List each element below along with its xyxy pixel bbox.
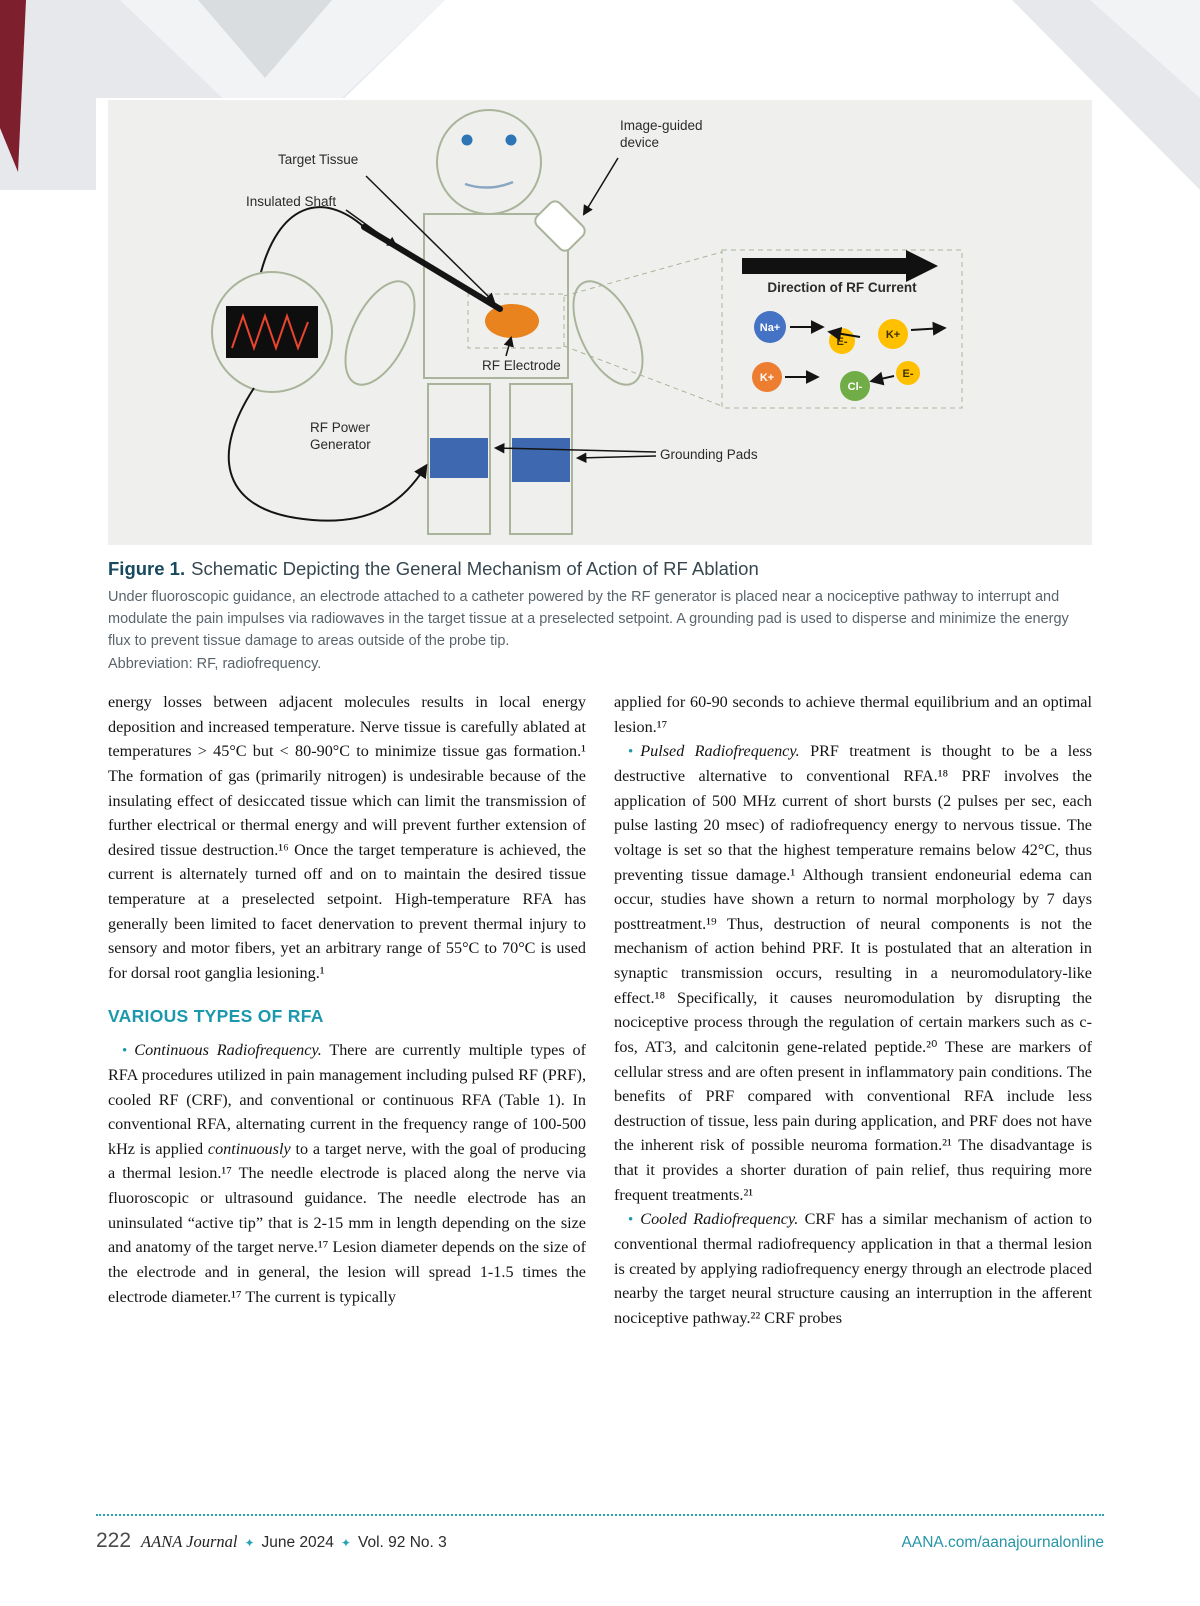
figure-caption-title-row: Figure 1.Schematic Depicting the General…	[108, 558, 1092, 580]
volume-number: Vol. 92 No. 3	[357, 1534, 447, 1551]
direction-arrow-icon	[742, 250, 938, 282]
header-chevron-shape	[120, 0, 445, 155]
issue-date: June 2024	[261, 1534, 334, 1551]
paragraph-text: PRF treatment is thought to be a less de…	[614, 742, 1093, 1204]
header-chevron-shape	[1090, 0, 1200, 98]
figure-caption: Figure 1.Schematic Depicting the General…	[108, 558, 1092, 676]
figure-number: Figure 1.	[108, 558, 186, 579]
paragraph-lead: Cooled Radiofrequency.	[640, 1210, 799, 1229]
header-maroon-accent	[0, 0, 26, 172]
left-column: energy losses between adjacent molecules…	[108, 690, 586, 1331]
figure-abbreviation: Abbreviation: RF, radiofrequency.	[108, 656, 322, 673]
ion-motion-arrows	[785, 320, 947, 386]
label-grounding-pads: Grounding Pads	[660, 447, 758, 462]
label-image-guided-device: Image-guided device	[620, 118, 703, 150]
journal-website-link[interactable]: AANA.com/aanajournalonline	[901, 1534, 1104, 1551]
rf-electrode-shape	[485, 304, 539, 338]
header-chevron-shape	[198, 0, 332, 78]
figure-description: Under fluoroscopic guidance, an electrod…	[108, 589, 1069, 649]
figure-1-schematic: Na+ E- K+ K+ Cl- E- Target Tissue In	[108, 100, 1092, 545]
article-body: energy losses between adjacent molecules…	[108, 690, 1092, 1331]
diamond-separator-icon: ✦	[340, 1536, 351, 1550]
paragraph-cooled-radiofrequency: • Cooled Radiofrequency. CRF has a simila…	[614, 1207, 1092, 1330]
image-guided-device-shape	[534, 200, 586, 252]
rf-waveform-icon	[231, 312, 309, 352]
journal-name: AANA Journal	[141, 1532, 238, 1551]
label-target-tissue: Target Tissue	[278, 152, 359, 167]
page-footer: 222 AANA Journal ✦ June 2024 ✦ Vol. 92 N…	[96, 1514, 1104, 1553]
paragraph-continuous-radiofrequency: • Continuous Radiofrequency. There are cu…	[108, 1038, 586, 1309]
bullet-icon: •	[628, 744, 634, 761]
zoom-connector-line	[563, 345, 723, 407]
paragraph-lead: Pulsed Radiofrequency.	[640, 742, 800, 761]
grounding-pads-shape	[430, 438, 570, 482]
paragraph-text: There are currently multiple types of RF…	[108, 1041, 586, 1158]
section-heading-various-types-of-rfa: VARIOUS TYPES OF RFA	[108, 1005, 324, 1026]
paragraph-lead: Continuous Radiofrequency.	[134, 1041, 322, 1060]
bullet-icon: •	[122, 1043, 128, 1060]
ion-label: E-	[903, 368, 914, 380]
label-rf-electrode: RF Electrode	[482, 358, 561, 373]
label-direction-of-rf-current: Direction of RF Current	[767, 280, 917, 295]
figure-title: Schematic Depicting the General Mechanis…	[191, 558, 759, 579]
ion-circle-e2	[896, 361, 920, 385]
ion-label: K+	[886, 329, 900, 341]
ion-label: K+	[760, 372, 774, 384]
rf-ablation-schematic-drawing: Na+ E- K+ K+ Cl- E-	[211, 109, 963, 535]
right-column: applied for 60-90 seconds to achieve the…	[614, 690, 1092, 1331]
ion-label: E-	[837, 336, 848, 348]
paragraph-text: CRF has a similar mechanism of action to…	[614, 1210, 1093, 1327]
footer-left: 222 AANA Journal ✦ June 2024 ✦ Vol. 92 N…	[96, 1529, 447, 1553]
emphasized-word: continuously	[207, 1139, 291, 1158]
catheter-wire	[259, 206, 365, 277]
zoom-connector-line	[563, 251, 723, 297]
page-number: 222	[96, 1529, 132, 1552]
paragraph-continuation: applied for 60-90 seconds to achieve the…	[614, 693, 1092, 736]
ion-label: Cl-	[848, 381, 863, 393]
bullet-icon: •	[628, 1212, 634, 1229]
label-rf-power-generator: RF Power Generator	[310, 420, 371, 452]
generator-cable	[227, 387, 428, 522]
ion-circle-na	[754, 311, 786, 343]
label-insulated-shaft: Insulated Shaft	[246, 194, 337, 209]
ion-label: Na+	[760, 322, 781, 334]
face-icon	[461, 134, 517, 189]
insulated-shaft-shape	[361, 224, 503, 312]
paragraph-pulsed-radiofrequency: • Pulsed Radiofrequency. PRF treatment is…	[614, 739, 1092, 1207]
ion-circle-k2	[752, 362, 782, 392]
patient-figure-outline	[344, 109, 644, 535]
paragraph-thermal-ablation: energy losses between adjacent molecules…	[108, 693, 586, 982]
ion-circle-k1	[878, 319, 908, 349]
label-pointer-arrows	[345, 157, 657, 464]
ion-circle-cl	[840, 371, 870, 401]
rf-power-generator-shape	[211, 271, 333, 393]
rf-current-inset: Na+ E- K+ K+ Cl- E-	[721, 249, 963, 409]
diamond-separator-icon: ✦	[244, 1536, 255, 1550]
paragraph-text: to a target nerve, with the goal of prod…	[108, 1139, 586, 1306]
electrode-zoom-box	[467, 293, 565, 349]
